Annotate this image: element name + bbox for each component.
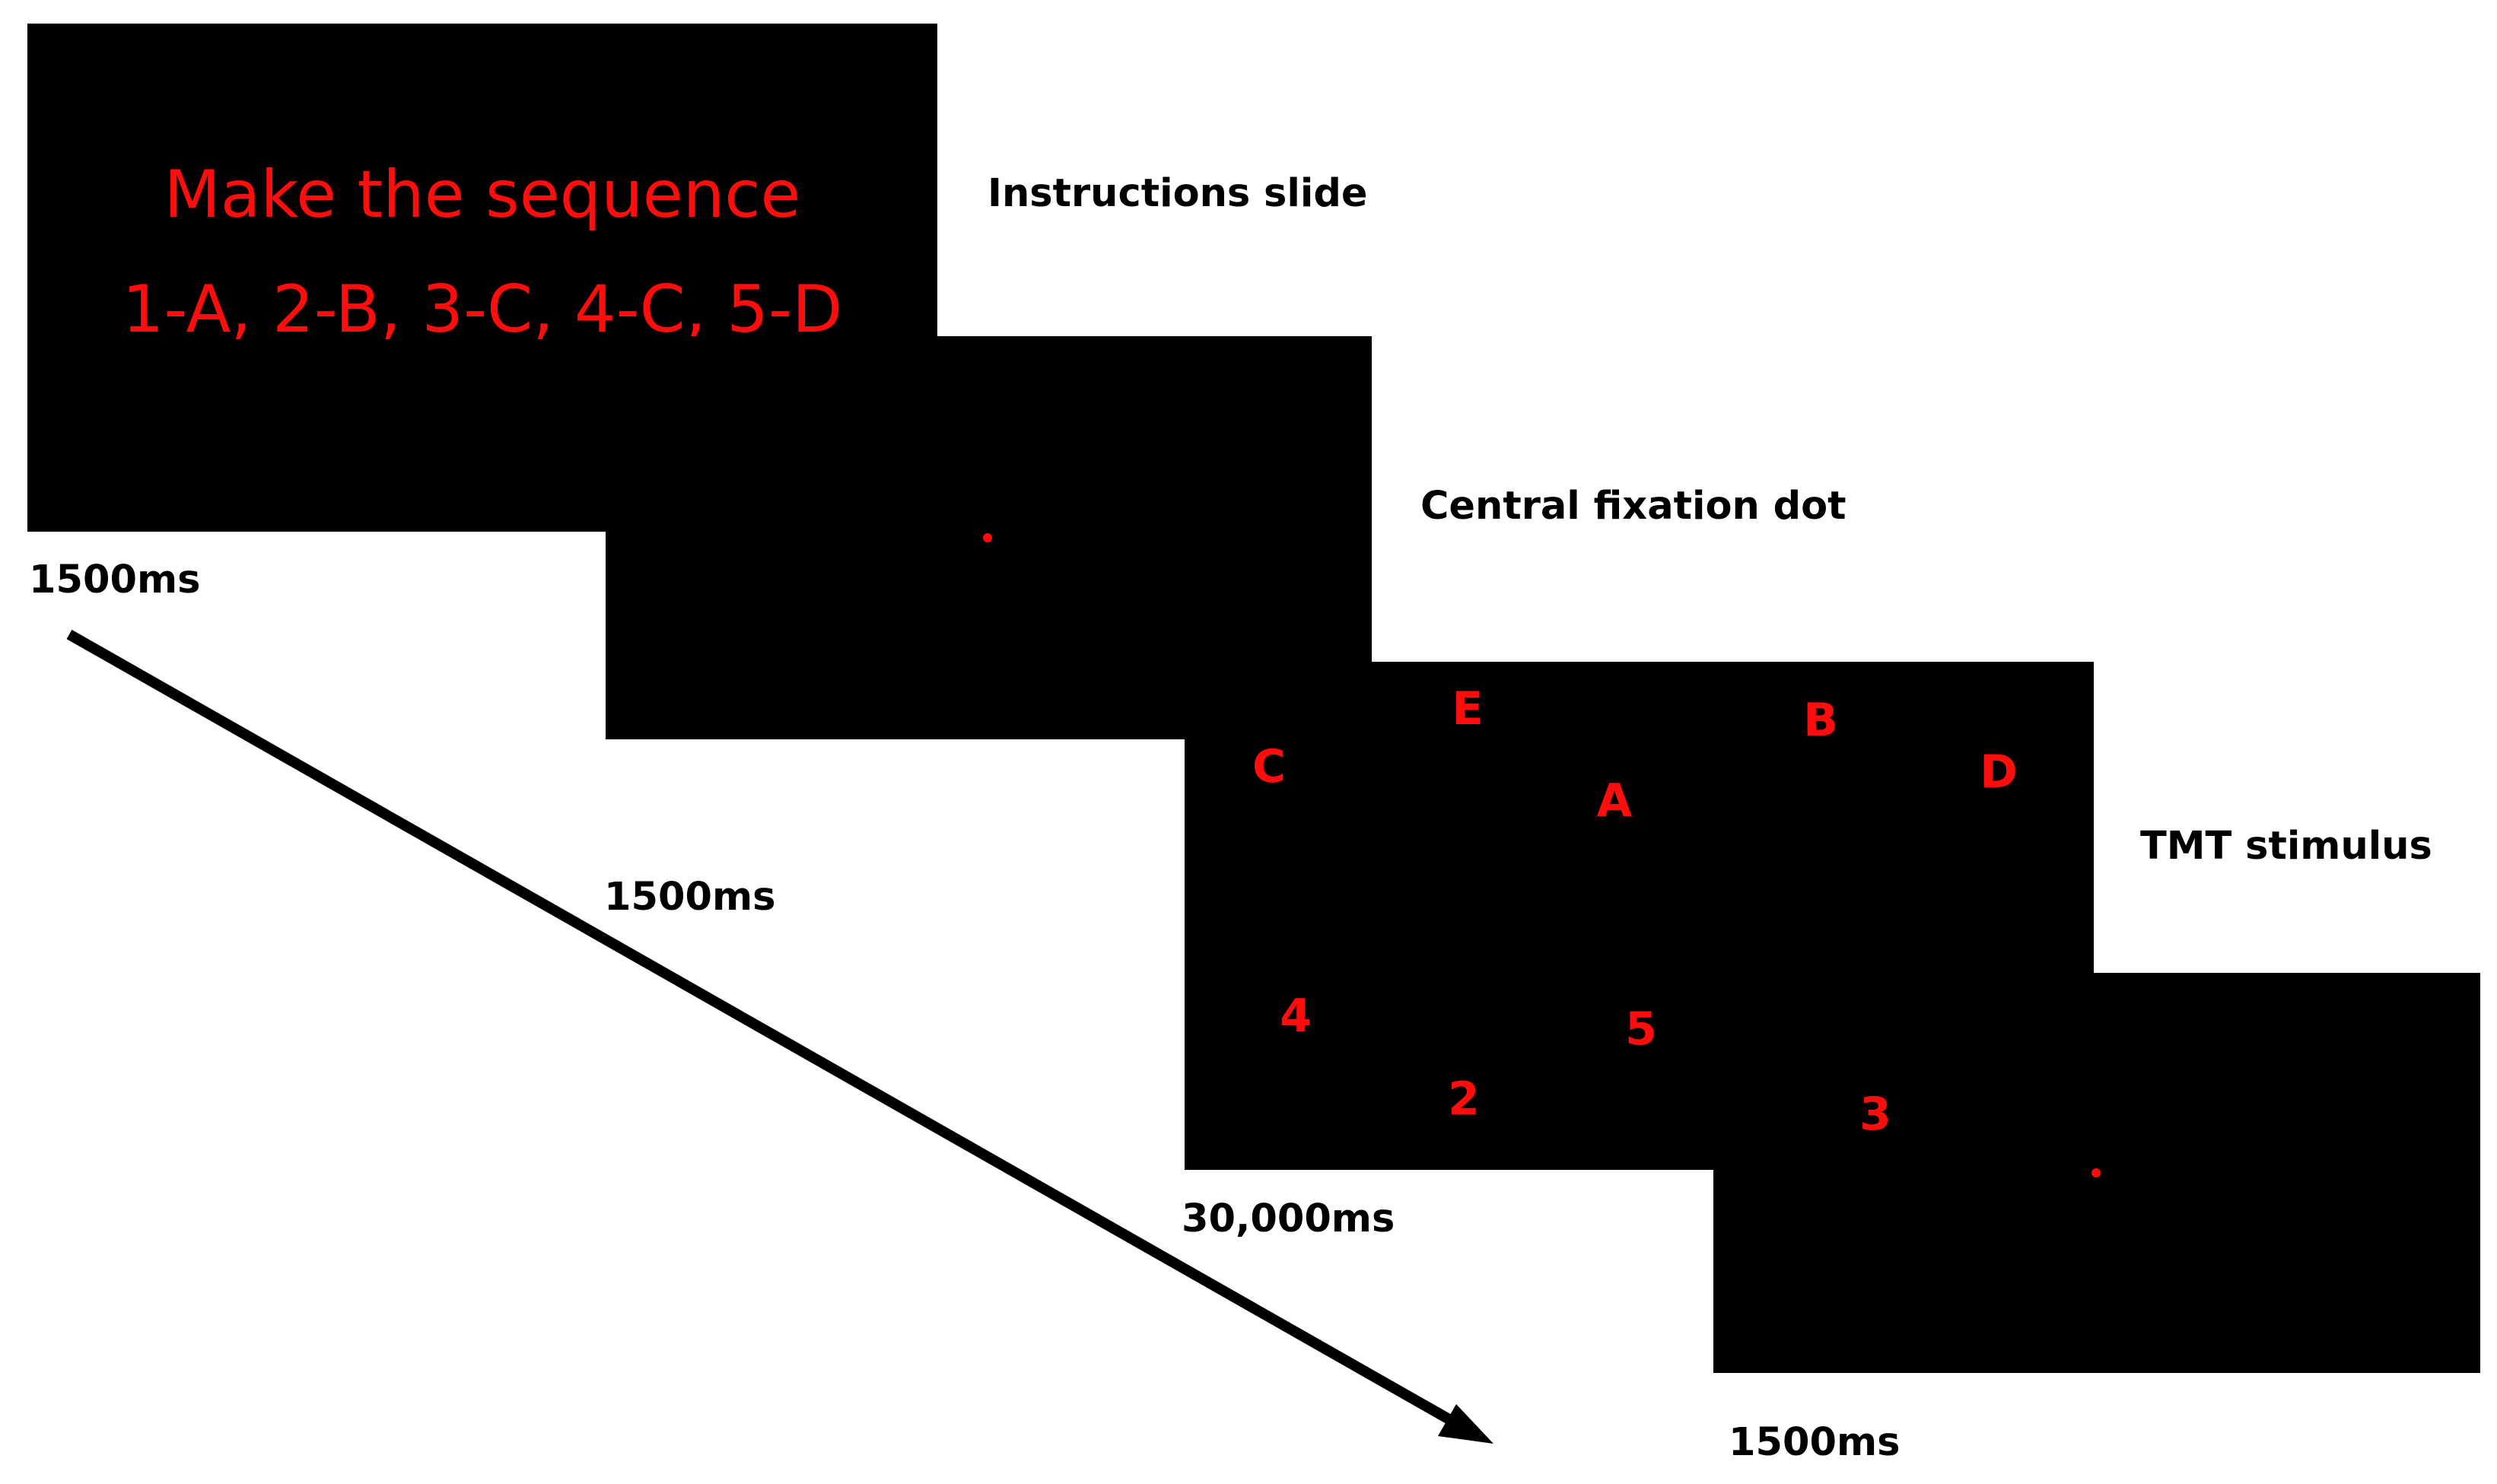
instructions-duration: 1500ms	[29, 558, 201, 602]
fixation-dot	[983, 533, 992, 542]
tmt-letter-c: C	[1252, 740, 1287, 793]
arrow-head-icon	[1438, 1404, 1493, 1444]
tmt-letter-b: B	[1803, 694, 1838, 747]
tmt-duration: 30,000ms	[1182, 1196, 1395, 1241]
tmt-number-4: 4	[1280, 990, 1312, 1043]
tmt-number-3: 3	[1859, 1088, 1891, 1141]
instructions-slide-label: Instructions slide	[988, 171, 1368, 216]
instruction-line-2: 1-A, 2-B, 3-C, 4-C, 5-D	[122, 272, 843, 348]
tmt-number-2: 2	[1448, 1072, 1480, 1126]
arrow-down-right-icon	[66, 629, 1456, 1427]
fixation-duration: 1500ms	[604, 875, 776, 920]
instruction-line-1: Make the sequence	[164, 157, 801, 233]
tmt-stimulus-label: TMT stimulus	[2140, 824, 2432, 869]
tmt-letter-a: A	[1596, 774, 1633, 828]
instructions-screen: Make the sequence 1-A, 2-B, 3-C, 4-C, 5-…	[27, 24, 937, 532]
final-fixation-screen	[1713, 973, 2480, 1373]
tmt-letter-e: E	[1452, 682, 1484, 736]
tmt-number-5: 5	[1625, 1003, 1657, 1056]
final-fixation-dot	[2091, 1168, 2101, 1177]
final-fixation-duration: 1500ms	[1729, 1420, 1901, 1465]
central-fixation-dot-label: Central fixation dot	[1420, 484, 1847, 529]
tmt-letter-d: D	[1980, 745, 2018, 799]
